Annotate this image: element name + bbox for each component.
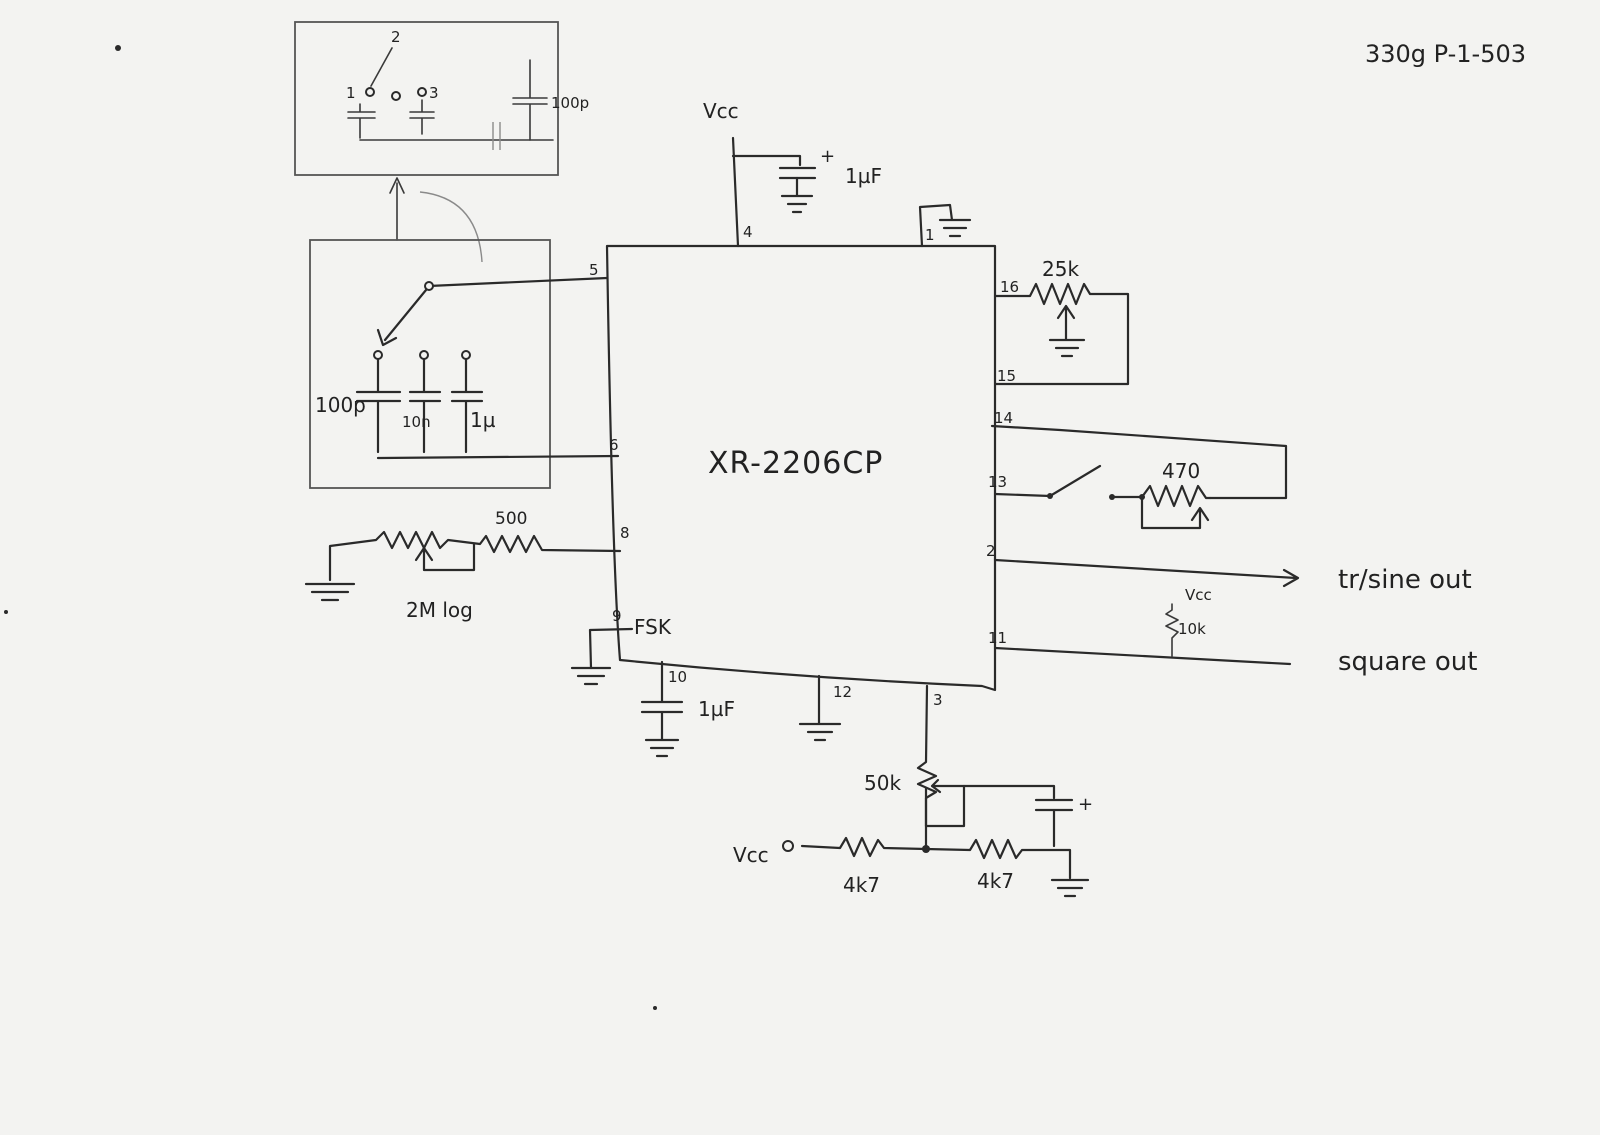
bias-cap bbox=[962, 784, 1074, 848]
cap-10n bbox=[408, 357, 442, 454]
cap-100p bbox=[355, 357, 402, 454]
vcc-cap-wire bbox=[731, 154, 802, 167]
pin12-ground bbox=[798, 674, 842, 742]
pin14-wire bbox=[990, 424, 1288, 500]
bias-pot-50k bbox=[916, 684, 938, 852]
gain-pot-label: 25k bbox=[1042, 257, 1079, 281]
square-out-label: square out bbox=[1338, 647, 1477, 677]
pin-15-label: 15 bbox=[997, 367, 1016, 385]
inset-cap-100p-label: 100p bbox=[551, 94, 589, 112]
cap10-label: 1µF bbox=[698, 697, 735, 721]
inset-parallel-mark bbox=[492, 122, 501, 150]
res-500-label: 500 bbox=[495, 509, 527, 529]
square-out-wire bbox=[993, 646, 1292, 666]
cap-1uf-top-label: 1µF bbox=[845, 164, 882, 188]
vcc-pullup-label: Vcc bbox=[1185, 586, 1212, 604]
cap-plus-mark: + bbox=[820, 146, 835, 167]
vcc-bias-terminal bbox=[782, 840, 794, 852]
switch-pivot bbox=[1047, 493, 1053, 499]
pin4-wire bbox=[731, 136, 740, 248]
pin-8-label: 8 bbox=[620, 524, 630, 542]
switch-arm bbox=[376, 288, 428, 347]
switch-contact-1 bbox=[373, 350, 383, 360]
sym-pot-wiper bbox=[1140, 495, 1210, 530]
inset-detail-box bbox=[294, 21, 559, 176]
inset-cap-b bbox=[409, 99, 435, 135]
inset-cap-100p bbox=[512, 59, 548, 141]
pin-16-label: 16 bbox=[1000, 278, 1019, 296]
pullup-resistor bbox=[1165, 603, 1179, 657]
inset-switch-arm bbox=[370, 47, 393, 87]
pin-12-label: 12 bbox=[833, 683, 852, 701]
pin9-wire bbox=[588, 627, 634, 670]
fsk-label: FSK bbox=[634, 615, 672, 639]
pin-2-label: 2 bbox=[986, 542, 996, 560]
res-4k7-right bbox=[924, 838, 1090, 898]
pin-13-label: 13 bbox=[988, 473, 1007, 491]
switch-contact-3 bbox=[461, 350, 471, 360]
pin10-cap bbox=[640, 660, 684, 758]
pin5-wire bbox=[427, 276, 609, 288]
inset-pointer-curve bbox=[419, 191, 483, 263]
ground-symbol bbox=[780, 176, 814, 214]
bias-cap-plus: + bbox=[1078, 794, 1093, 815]
res-4k7-left bbox=[800, 836, 928, 858]
vcc-bias-label: Vcc bbox=[733, 843, 769, 867]
cap-10n-label: 10n bbox=[402, 413, 431, 431]
pin-5-label: 5 bbox=[589, 261, 599, 279]
pin-6-label: 6 bbox=[609, 436, 619, 454]
inset-switch-label: 2 bbox=[391, 28, 401, 46]
inset-contact-1 bbox=[365, 87, 375, 97]
ic-part-label: XR-2206CP bbox=[708, 446, 883, 481]
pin-14-label: 14 bbox=[994, 409, 1013, 427]
pin13-switch bbox=[993, 464, 1102, 498]
pin1-ground bbox=[918, 203, 972, 248]
cap-100p-label: 100p bbox=[315, 393, 366, 417]
pin9-ground bbox=[570, 666, 612, 686]
inset-contact-2 bbox=[391, 91, 401, 101]
freq-pot-wiper bbox=[414, 542, 476, 572]
ink-speck-2 bbox=[653, 1006, 657, 1010]
pin6-wire bbox=[376, 454, 620, 460]
timing-switch-box bbox=[309, 239, 551, 489]
gain-pot-25k bbox=[993, 282, 1130, 386]
pin-10-label: 10 bbox=[668, 668, 687, 686]
freq-ground bbox=[304, 582, 356, 602]
freq-resistor-chain bbox=[328, 530, 622, 582]
sheet-code: 330g P-1-503 bbox=[1365, 40, 1526, 68]
switch-contact-2 bbox=[419, 350, 429, 360]
gain-pot-wiper bbox=[1048, 304, 1086, 358]
bias-pot-wiper bbox=[924, 778, 966, 828]
pin-9-label: 9 bbox=[612, 607, 622, 625]
inset-contact-3 bbox=[417, 87, 427, 97]
cap-1u-label: 1µ bbox=[470, 408, 496, 432]
inset-pos-1: 1 bbox=[346, 84, 356, 102]
pin-11-label: 11 bbox=[988, 629, 1007, 647]
sine-out-label: tr/sine out bbox=[1338, 565, 1472, 595]
bias-pot-label: 50k bbox=[864, 771, 901, 795]
pullup-label: 10k bbox=[1178, 620, 1206, 638]
cap-1uf-top bbox=[778, 166, 817, 180]
pin-4-label: 4 bbox=[743, 223, 753, 241]
inset-pos-3: 3 bbox=[429, 84, 439, 102]
res-4k7-left-label: 4k7 bbox=[843, 873, 880, 897]
res-4k7-right-label: 4k7 bbox=[977, 869, 1014, 893]
ink-speck-3 bbox=[4, 610, 8, 614]
sym-pot-470 bbox=[1110, 484, 1212, 508]
ic-body bbox=[605, 244, 997, 692]
inset-cap-a bbox=[347, 103, 376, 139]
sym-pot-label: 470 bbox=[1162, 459, 1200, 483]
vcc-top-label: Vcc bbox=[703, 99, 739, 123]
sine-out-wire bbox=[993, 558, 1300, 588]
pin-1-label: 1 bbox=[925, 226, 935, 244]
switch-common bbox=[424, 281, 434, 291]
cap-1u bbox=[450, 357, 484, 454]
pin-3-label: 3 bbox=[933, 691, 943, 709]
inset-pointer-arrow bbox=[389, 177, 405, 241]
ink-speck bbox=[115, 45, 121, 51]
pot-2m-label: 2M log bbox=[406, 598, 473, 622]
